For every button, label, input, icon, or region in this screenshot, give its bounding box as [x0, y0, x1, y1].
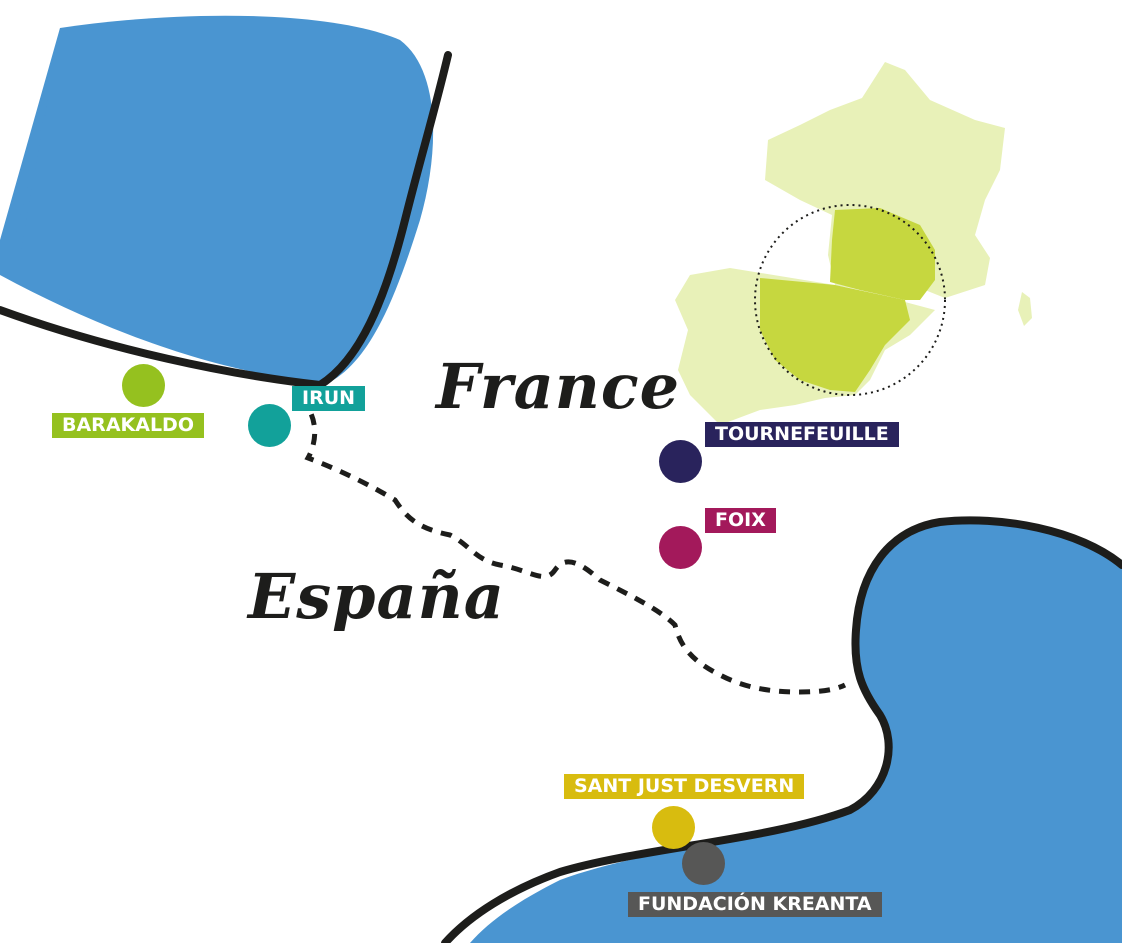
location-dot-foix[interactable]: [659, 526, 702, 569]
location-label-irun[interactable]: IRUN: [292, 386, 366, 411]
location-label-sant-just[interactable]: SANT JUST DESVERN: [564, 774, 805, 799]
inset-highlight-occitanie: [830, 208, 935, 300]
location-dot-kreanta[interactable]: [682, 842, 725, 885]
bay-of-biscay-sea: [0, 15, 434, 382]
country-label-france: France: [436, 350, 681, 423]
east-coastline: [441, 516, 1122, 943]
location-dot-barakaldo[interactable]: [122, 364, 165, 407]
location-label-foix[interactable]: FOIX: [705, 508, 776, 533]
mediterranean-sea: [470, 519, 1122, 943]
location-dot-tournefeuille[interactable]: [659, 440, 702, 483]
country-label-spain: España: [248, 560, 505, 633]
north-coastline: [0, 51, 452, 390]
location-dot-sant-just[interactable]: [652, 806, 695, 849]
location-dot-irun[interactable]: [248, 404, 291, 447]
inset-corsica-shape: [1018, 292, 1032, 326]
location-label-barakaldo[interactable]: BARAKALDO: [52, 413, 204, 438]
location-label-tournefeuille[interactable]: TOURNEFEUILLE: [705, 422, 899, 447]
sea-brush-stroke: [10, 100, 70, 300]
inset-minimap: [675, 62, 1032, 425]
france-spain-border: [298, 396, 847, 695]
inset-france-shape: [765, 62, 1005, 300]
inset-highlight-north-spain: [760, 278, 910, 392]
location-label-kreanta[interactable]: FUNDACIÓN KREANTA: [628, 892, 882, 917]
inset-focus-circle: [754, 204, 946, 396]
